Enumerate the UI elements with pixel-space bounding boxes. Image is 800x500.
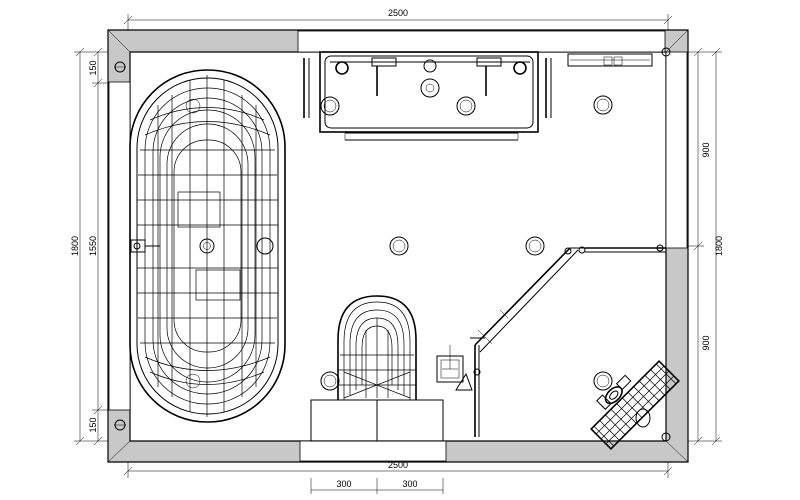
- dim-right-total-length: 1800: [714, 236, 724, 256]
- top-wall-cutout: [297, 30, 666, 53]
- dim-right-upper-segment: 900: [701, 142, 711, 157]
- right-faucet-icon: [513, 61, 527, 75]
- left-faucet-icon: [335, 61, 349, 75]
- bottom-wall-cutout: [299, 440, 447, 462]
- spot-light-icon: [320, 371, 340, 391]
- dim-left-inner-length: 1550: [88, 236, 98, 256]
- dim-top-width: 2500: [388, 8, 408, 18]
- dim-bottom-right-segment: 300: [402, 479, 417, 489]
- bathtub-drain-icon: [199, 238, 215, 254]
- spot-light-icon: [525, 236, 545, 256]
- left-wall-cutout: [108, 81, 131, 411]
- ceiling-lights: [320, 236, 613, 391]
- bathtub: [129, 69, 286, 423]
- walls: [107, 29, 689, 463]
- spot-light-icon: [389, 236, 409, 256]
- spot-light-icon: [593, 371, 613, 391]
- dim-right-lower-segment: 900: [701, 335, 711, 350]
- dim-bottom-left-segment: 300: [336, 479, 351, 489]
- toilet: [310, 295, 444, 442]
- basin-drain-icon: [420, 78, 440, 98]
- dim-left-total-length: 1800: [70, 236, 80, 256]
- double-vanity: [303, 51, 552, 141]
- dimension-lines: 2500 2500 300 300 150 1550 150 1800: [70, 8, 724, 494]
- dim-left-bottom-offset: 150: [88, 417, 98, 432]
- dim-left-top-offset: 150: [88, 60, 98, 75]
- shelf: [567, 53, 653, 115]
- dim-bottom-width: 2500: [388, 460, 408, 470]
- right-wall-cutout: [665, 51, 688, 249]
- shower-enclosure: [436, 244, 666, 437]
